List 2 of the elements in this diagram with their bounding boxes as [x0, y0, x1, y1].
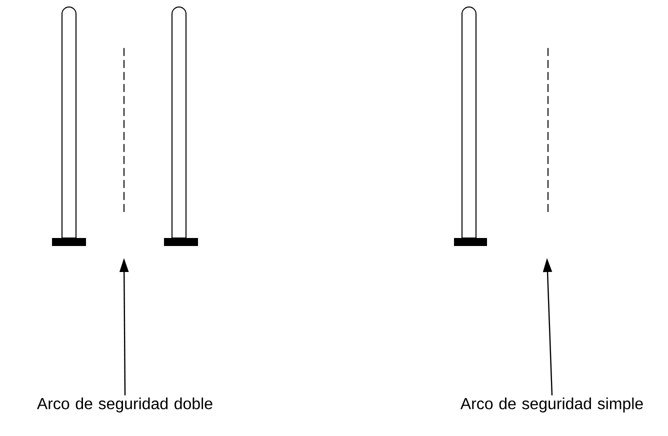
caption-text: Arco de seguridad simple [460, 398, 643, 412]
caption-text: Arco de seguridad doble [36, 398, 212, 412]
